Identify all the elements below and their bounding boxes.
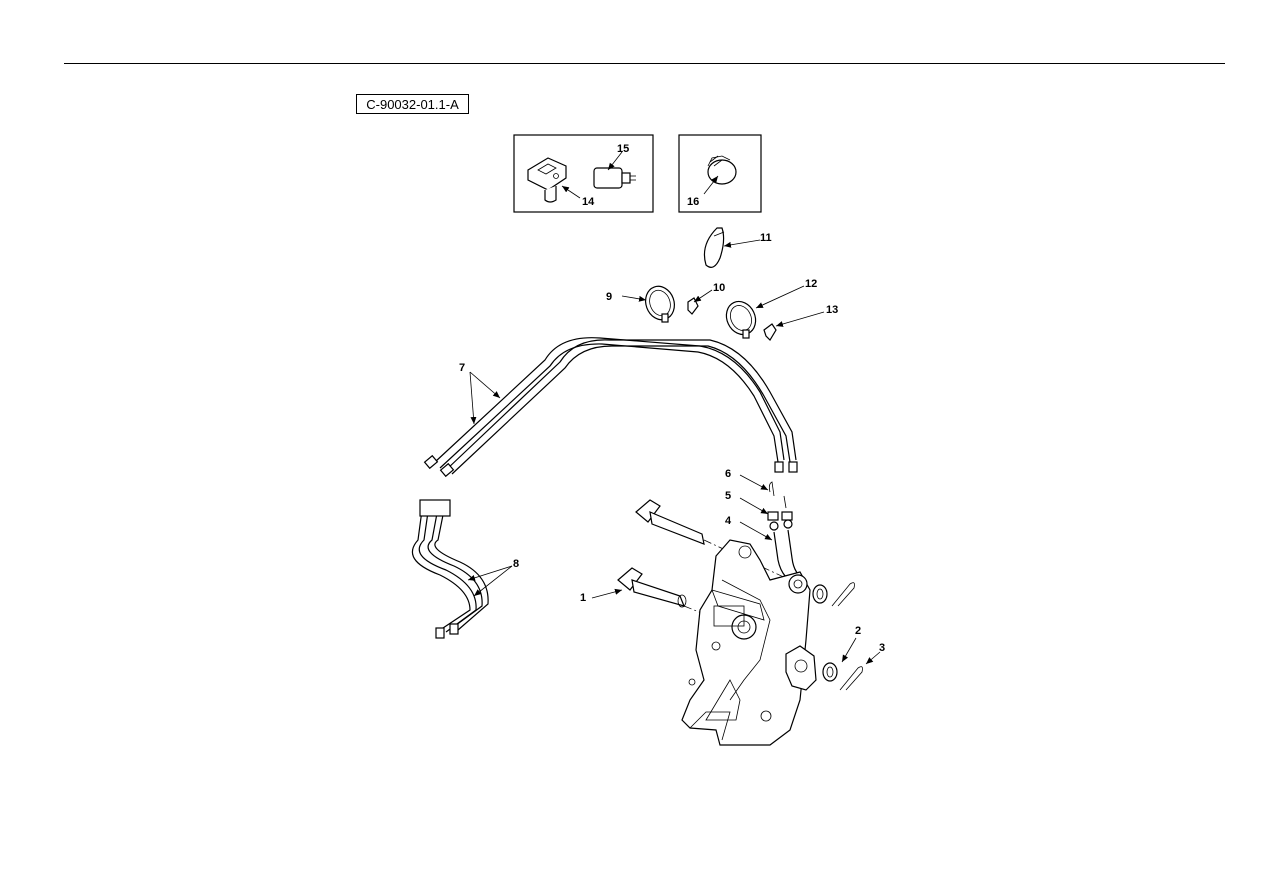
callout-leaders <box>467 151 881 665</box>
callout-3: 3 <box>879 642 885 654</box>
part-2-washer <box>822 662 838 682</box>
callout-10: 10 <box>713 282 725 294</box>
callout-16: 16 <box>687 196 699 208</box>
callout-1: 1 <box>580 592 586 604</box>
part-1-pin <box>617 567 687 608</box>
part-15-illustration <box>593 167 636 189</box>
callout-14: 14 <box>582 196 595 208</box>
part-5-seals <box>767 511 793 531</box>
callout-9: 9 <box>606 291 612 303</box>
part-16-illustration <box>707 155 737 185</box>
callout-11: 11 <box>760 232 772 244</box>
part-12-clamp <box>725 300 757 339</box>
part-6-pin <box>768 481 787 509</box>
figure-id-label: C-90032-01.1-A <box>356 94 469 114</box>
part-3-lynch-pin <box>839 666 863 691</box>
upper-pin <box>635 499 791 581</box>
callout-7: 7 <box>459 362 465 374</box>
part-14-illustration <box>527 157 567 203</box>
header-rule <box>64 63 1225 64</box>
callout-15: 15 <box>617 143 629 155</box>
callout-12: 12 <box>805 278 817 290</box>
callout-4: 4 <box>725 515 732 527</box>
part-8-hoses <box>412 499 489 639</box>
inset-box-left <box>513 134 654 213</box>
callout-8: 8 <box>513 558 519 570</box>
callout-5: 5 <box>725 490 731 502</box>
callout-numbers: 1 2 3 4 5 6 7 8 9 10 11 12 13 14 15 16 <box>459 143 885 654</box>
part-13-clip <box>763 323 777 341</box>
callout-2: 2 <box>855 625 861 637</box>
part-10-clip <box>687 297 699 315</box>
quick-coupler-bracket <box>681 539 817 746</box>
upper-washer <box>812 582 855 607</box>
callout-13: 13 <box>826 304 838 316</box>
callout-6: 6 <box>725 468 731 480</box>
part-11-cable-tie <box>703 227 725 268</box>
part-9-clamp <box>645 285 675 323</box>
part-7-hoses <box>423 337 798 478</box>
